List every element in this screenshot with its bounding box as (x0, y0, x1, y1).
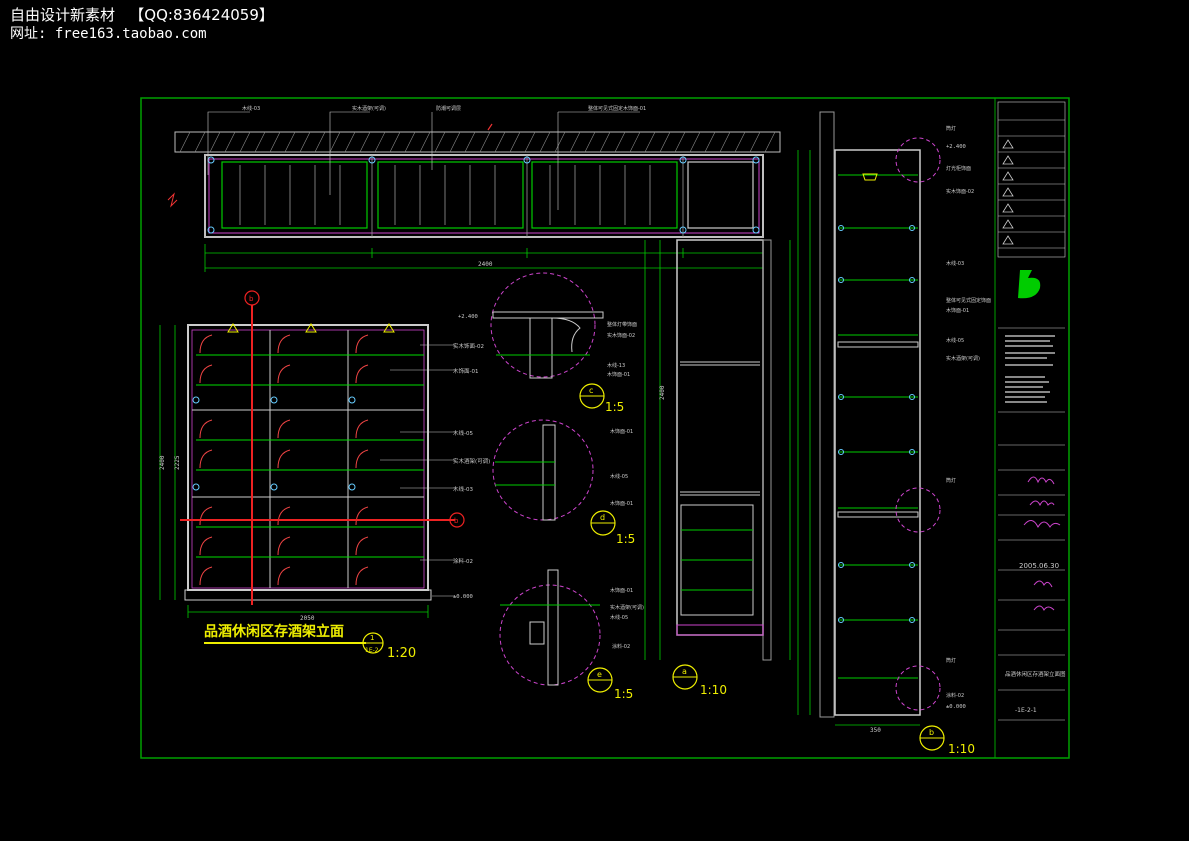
label-top-1: 木线-03 (242, 105, 260, 112)
main-sheet-bottom: 1E-2 (365, 647, 379, 654)
detail-e-scale: 1:5 (614, 687, 633, 701)
label-section-5: 整体可见式固定饰面 (946, 297, 991, 304)
marker-b-side: b (454, 517, 459, 525)
detail-d: 木饰面-01 木线-05 木饰面-01 d 1:5 (492, 419, 635, 546)
detail-c: +2.400 整体灯带饰面 实木饰面-02 木线-13 木饰面-01 c 1:5 (458, 272, 637, 414)
label-section-8: 实木酒架(可调) (946, 355, 980, 362)
detail-d-scale: 1:5 (616, 532, 635, 546)
section-a-label: a (682, 667, 687, 676)
label-detail-e4: 涂料-02 (612, 643, 630, 650)
label-main-5: 木线-03 (453, 485, 473, 493)
elev-top: +2.400 (458, 314, 478, 320)
label-main-6: 涂料-02 (453, 557, 473, 565)
signatures (1023, 476, 1061, 611)
watermark-line1: 自由设计新素材 【QQ:836424059】 (10, 6, 274, 24)
dim-total-width: 2400 (478, 261, 493, 268)
label-detail-c2: 实木饰面-02 (607, 332, 635, 339)
elev-top-section: +2.400 (946, 144, 966, 150)
label-detail-e1: 木饰面-01 (610, 587, 633, 594)
label-detail-e3: 木线-05 (610, 614, 628, 621)
title-project: 品酒休闲区存酒架立面图 (1005, 670, 1066, 678)
label-detail-c4: 木饰面-01 (607, 371, 630, 378)
section-b: 350 +2.400 ±0.000 筒灯 灯光柜饰面 实木饰面-02 木线-03… (797, 111, 991, 756)
section-b-label: b (929, 728, 934, 737)
label-section-2: 灯光柜饰面 (946, 165, 971, 172)
detail-e-label: e (597, 670, 602, 679)
dim-section-width: 350 (870, 727, 881, 734)
title-drawing-no: -1E-2-1 (1015, 707, 1037, 714)
section-a: 2400 a 1:10 (644, 239, 791, 697)
main-sheet-top: 1 (370, 634, 374, 642)
label-detail-d2: 木线-05 (610, 473, 628, 480)
label-top-3: 防潮可调层 (436, 105, 461, 112)
label-section-11: 涂料-02 (946, 692, 964, 699)
marker-b-top: b (249, 295, 254, 303)
main-scale: 1:20 (387, 646, 416, 661)
label-section-1: 筒灯 (946, 125, 956, 132)
title-block: 2005.06.30 品酒休闲区存酒架立面图 -1E-2-1 (994, 98, 1066, 758)
detail-d-label: d (600, 513, 605, 522)
label-section-9: 筒灯 (946, 477, 956, 484)
dim-section-height: 2400 (659, 385, 666, 400)
label-top-4: 整体可见式固定木饰面-01 (588, 105, 646, 112)
dim-height-1: 2400 (159, 455, 166, 470)
label-main-1: 实木饰面-02 (453, 342, 484, 350)
main-elevation: b b 2400 2225 2050 实木饰面-02 木饰面-01 木线-05 … (159, 290, 490, 661)
detail-c-label: c (589, 386, 593, 395)
dim-height-2: 2225 (174, 455, 181, 470)
label-detail-c1: 整体灯带饰面 (607, 321, 637, 328)
sheet-border (140, 97, 1070, 759)
elev-zero: ±0.000 (453, 594, 473, 600)
label-main-3: 木线-05 (453, 429, 473, 437)
label-section-7: 木线-05 (946, 337, 964, 344)
label-section-10: 筒灯 (946, 657, 956, 664)
title-date: 2005.06.30 (1019, 562, 1059, 570)
label-section-4: 木线-03 (946, 260, 964, 267)
detail-c-scale: 1:5 (605, 400, 624, 414)
label-main-2: 木饰面-01 (453, 367, 478, 375)
label-detail-d1: 木饰面-01 (610, 428, 633, 435)
label-detail-c3: 木线-13 (607, 362, 625, 369)
elev-zero-section: ±0.000 (946, 704, 966, 710)
section-a-scale: 1:10 (700, 683, 727, 697)
label-top-2: 实木酒架(可调) (352, 105, 386, 112)
dim-width-2: 2050 (300, 615, 315, 622)
section-b-scale: 1:10 (948, 742, 975, 756)
main-title: 品酒休闲区存酒架立面 (204, 623, 344, 640)
detail-e: 木饰面-01 实木酒架(可调) 木线-05 涂料-02 e 1:5 (499, 569, 644, 701)
label-section-3: 实木饰面-02 (946, 188, 974, 195)
label-detail-d3: 木饰面-01 (610, 500, 633, 507)
label-detail-e2: 实木酒架(可调) (610, 604, 644, 611)
watermark-line2: 网址: free163.taobao.com (10, 26, 207, 42)
top-elevation: 2400 木线-03 实木酒架(可调) 防潮可调层 整体可见式固定木饰面-01 (167, 105, 781, 272)
label-section-6: 木饰面-01 (946, 307, 969, 314)
label-main-4: 实木酒架(可调) (453, 457, 490, 465)
company-logo (1018, 270, 1041, 299)
